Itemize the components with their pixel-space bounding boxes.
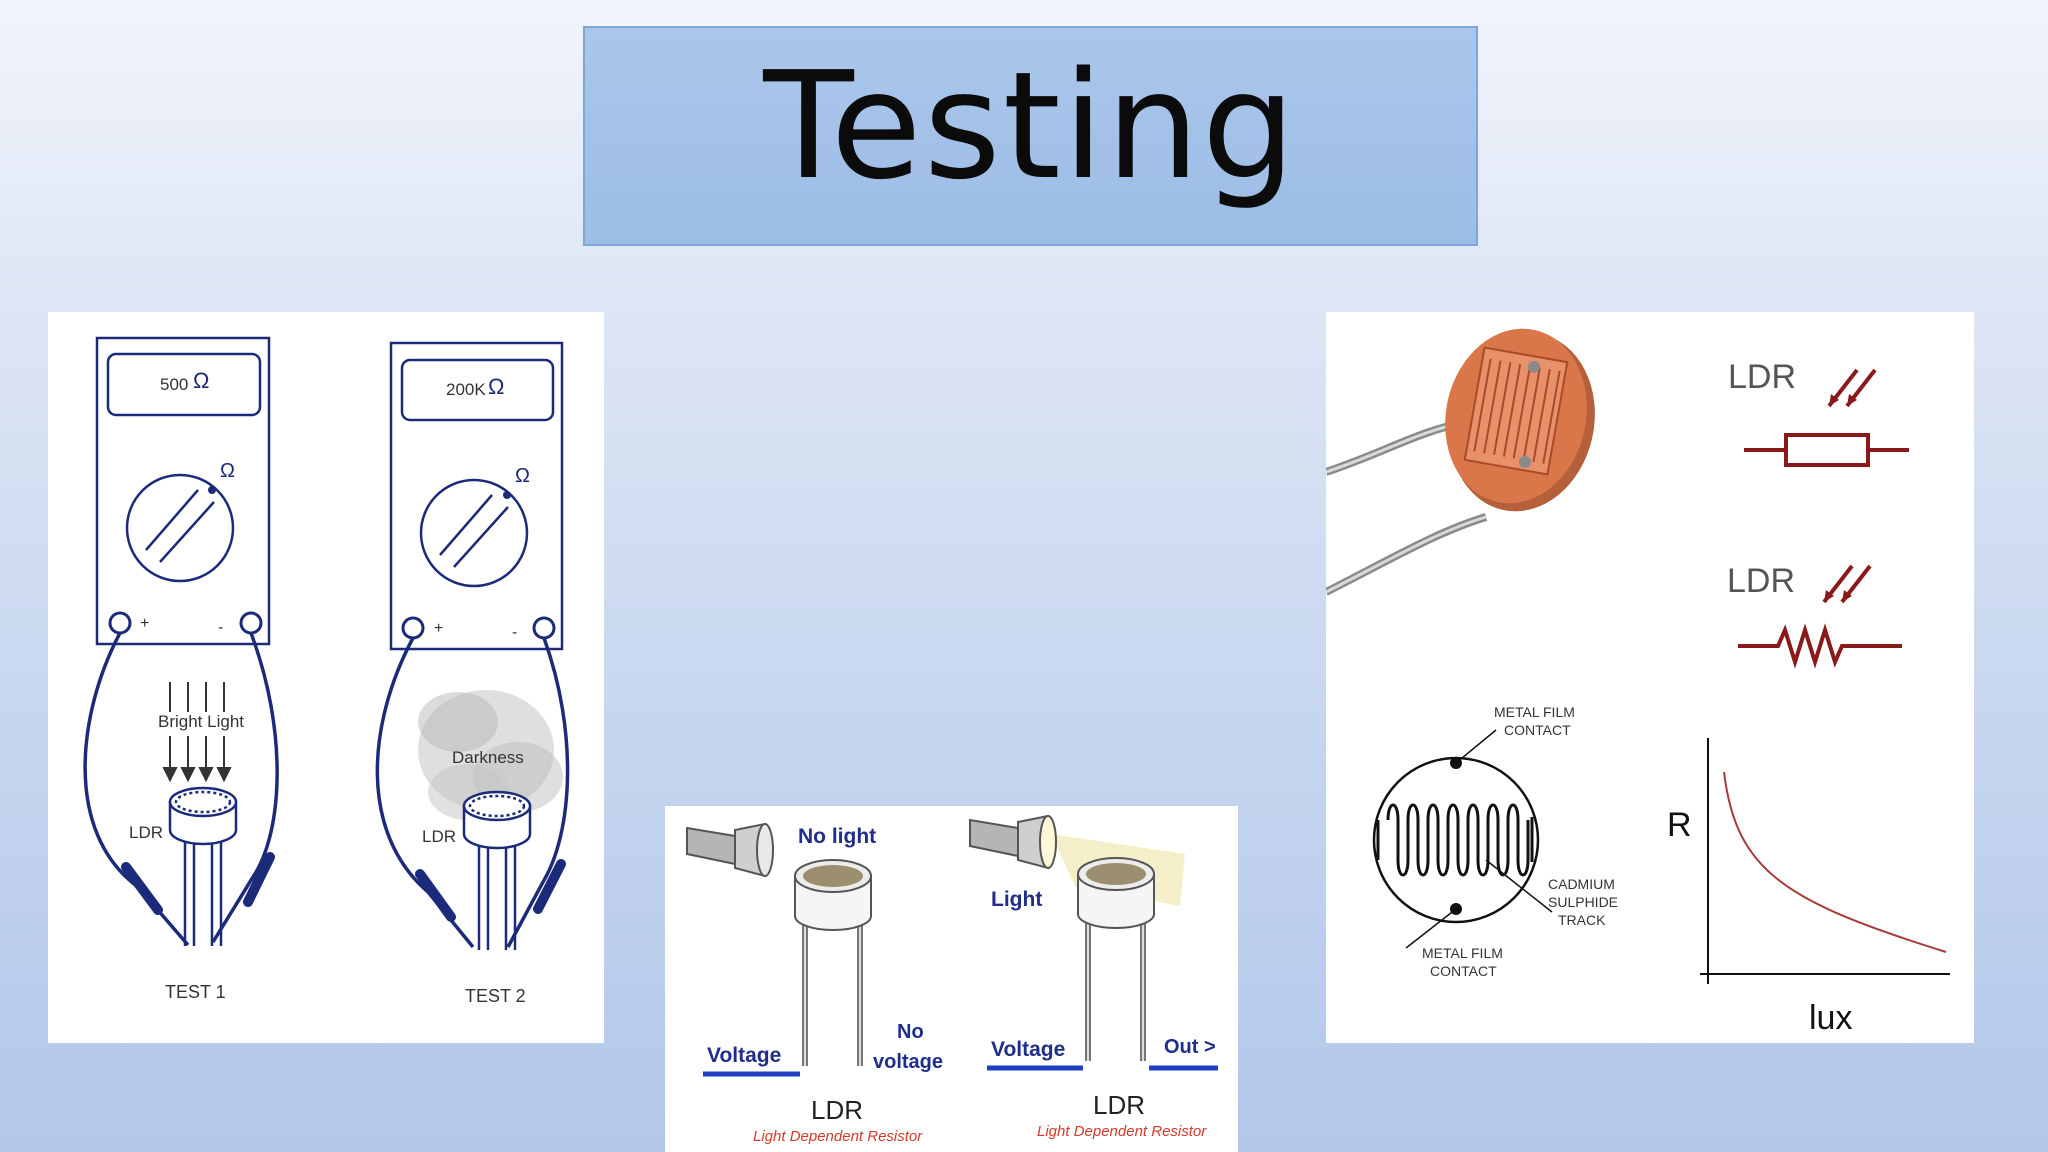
meter-2-ohm-icon: Ω bbox=[488, 374, 504, 399]
no-light-label: No light bbox=[798, 825, 876, 848]
metal-film-top-line1: METAL FILM bbox=[1494, 704, 1575, 720]
ldr-2 bbox=[462, 790, 532, 950]
voltage-left-label: Voltage bbox=[707, 1044, 781, 1067]
meter-2-dial-ohm-icon: Ω bbox=[515, 465, 530, 487]
torch-on-icon bbox=[969, 814, 1057, 870]
ldr-symbol-1-label: LDR bbox=[1728, 358, 1796, 396]
cadmium-line2: SULPHIDE bbox=[1548, 894, 1618, 910]
darkness-cloud bbox=[418, 690, 563, 820]
no-voltage-line1: No bbox=[897, 1021, 924, 1043]
meter-1-reading: 500 bbox=[160, 375, 188, 394]
ldr-2-label: LDR bbox=[422, 827, 456, 846]
ldr-info-diagram: LDR LDR METAL FILM CONTACT CADMIUM SULPH… bbox=[1326, 328, 1950, 1037]
no-voltage-line2: voltage bbox=[873, 1051, 943, 1073]
metal-film-top-line2: CONTACT bbox=[1504, 722, 1571, 738]
flashlight-diagram: No light Voltage No voltage LDR Light De… bbox=[686, 814, 1218, 1145]
cadmium-line3: TRACK bbox=[1558, 912, 1606, 928]
ldr-left-subtitle: Light Dependent Resistor bbox=[753, 1128, 923, 1145]
meter-1-dial-ohm-icon: Ω bbox=[220, 460, 235, 482]
resistance-lux-graph bbox=[1700, 738, 1950, 984]
meter-1-plus: + bbox=[140, 615, 149, 632]
ldr-right bbox=[1077, 857, 1155, 1061]
meter-2-dial bbox=[419, 478, 529, 588]
ldr-1 bbox=[168, 786, 238, 946]
meter-2-reading: 200K bbox=[446, 380, 486, 399]
torch-off-icon bbox=[686, 822, 774, 878]
out-label: Out > bbox=[1164, 1036, 1216, 1058]
ldr-1-label: LDR bbox=[129, 823, 163, 842]
ldr-right-subtitle: Light Dependent Resistor bbox=[1037, 1123, 1207, 1140]
slide-title: Testing bbox=[763, 40, 1298, 212]
ldr-component-photo bbox=[1326, 328, 1595, 596]
metal-film-bottom-line1: METAL FILM bbox=[1422, 945, 1503, 961]
ldr-info-panel: LDR LDR METAL FILM CONTACT CADMIUM SULPH… bbox=[1326, 312, 1974, 1043]
meter-2-minus: - bbox=[512, 624, 517, 641]
flashlight-test-panel: No light Voltage No voltage LDR Light De… bbox=[665, 806, 1238, 1152]
resistance-curve bbox=[1723, 771, 1947, 953]
voltage-right-label: Voltage bbox=[991, 1038, 1065, 1061]
meter-1-body bbox=[95, 336, 271, 646]
meter-2-display bbox=[400, 358, 555, 422]
cadmium-line1: CADMIUM bbox=[1548, 876, 1615, 892]
test-1-caption: TEST 1 bbox=[165, 982, 226, 1002]
graph-y-label: R bbox=[1667, 806, 1692, 844]
meter-2-body bbox=[389, 341, 564, 651]
light-label: Light bbox=[991, 888, 1042, 911]
meter-1-dial bbox=[125, 473, 235, 583]
graph-x-label: lux bbox=[1809, 999, 1852, 1037]
ldr-structure-diagram bbox=[1372, 729, 1553, 949]
darkness-label: Darkness bbox=[452, 748, 524, 767]
multimeter-test-panel: Ω Ω Ω Ω 500 200K + - + - Bright Light bbox=[48, 312, 604, 1043]
multimeter-diagram: Ω Ω Ω Ω 500 200K + - + - Bright Light bbox=[83, 336, 570, 1006]
title-box: Testing bbox=[583, 26, 1478, 246]
meter-1-display bbox=[106, 352, 262, 417]
test-2-caption: TEST 2 bbox=[465, 986, 526, 1006]
bright-light-label: Bright Light bbox=[158, 712, 244, 731]
ldr-symbol-2-label: LDR bbox=[1727, 562, 1795, 600]
ldr-left-title: LDR bbox=[811, 1095, 863, 1125]
ldr-left bbox=[794, 859, 872, 1066]
metal-film-bottom-line2: CONTACT bbox=[1430, 963, 1497, 979]
ldr-right-title: LDR bbox=[1093, 1090, 1145, 1120]
meter-2-plus: + bbox=[434, 620, 443, 637]
meter-1-minus: - bbox=[218, 619, 223, 636]
meter-1-ohm-icon: Ω bbox=[193, 368, 209, 393]
